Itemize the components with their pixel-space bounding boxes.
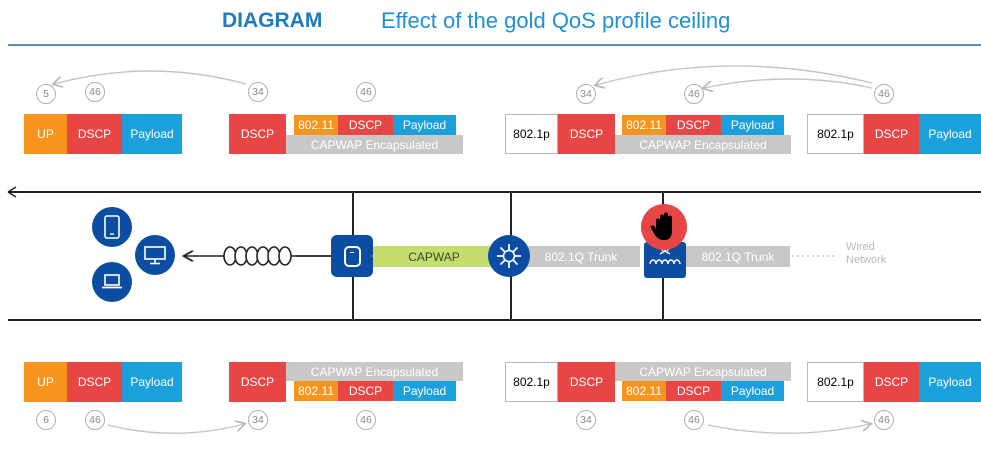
value-circle: 34 [576, 84, 596, 104]
trunk-link: 802.1Q Trunk [522, 246, 640, 267]
trunk-link: 802.1Q Trunk [686, 246, 790, 267]
capwap-encapsulated-field: CAPWAP Encapsulated [615, 362, 791, 381]
payload-field: Payload [721, 381, 784, 401]
flow-arrow-icon [7, 186, 17, 198]
diagram-tag: DIAGRAM [222, 9, 323, 32]
dscp-field: DSCP [229, 114, 286, 154]
value-circle: 46 [85, 410, 105, 430]
laptop-icon [92, 262, 132, 302]
value-circle: 34 [576, 410, 596, 430]
dscp-field: DSCP [666, 115, 721, 135]
payload-field: Payload [919, 362, 981, 402]
wired-network-label: Wired Network [846, 241, 887, 266]
value-circle: 46 [684, 84, 704, 104]
dscp-field: DSCP [864, 114, 919, 154]
w80211-field: 802.11 [294, 381, 338, 401]
payload-field: Payload [393, 381, 456, 401]
value-circle: 46 [85, 82, 105, 102]
access-point-icon [331, 235, 373, 277]
monitor-icon [135, 235, 175, 275]
capwap-encapsulated-field: CAPWAP Encapsulated [286, 362, 463, 381]
remap-arrow [707, 424, 870, 434]
dscp-field: DSCP [229, 362, 286, 402]
payload-field: Payload [122, 362, 182, 402]
dot1p-field: 802.1p [807, 114, 864, 154]
dscp-field: DSCP [666, 381, 721, 401]
router-icon [644, 242, 686, 278]
remap-arrow [107, 424, 244, 434]
up-field: UP [24, 114, 67, 154]
payload-field: Payload [919, 114, 981, 154]
trunk-label: 802.1Q Trunk [701, 249, 775, 264]
payload-field: Payload [122, 114, 182, 154]
switch-icon [488, 235, 530, 277]
tablet-icon [92, 207, 132, 247]
dscp-field: DSCP [558, 362, 615, 402]
dscp-field: DSCP [67, 114, 122, 154]
value-circle: 6 [36, 410, 56, 430]
w80211-field: 802.11 [622, 381, 666, 401]
dot1p-field: 802.1p [505, 114, 558, 154]
w80211-field: 802.11 [622, 115, 666, 135]
value-circle: 34 [248, 82, 268, 102]
dscp-field: DSCP [67, 362, 122, 402]
value-circle: 46 [874, 410, 894, 430]
header: DIAGRAM Effect of the gold QoS profile c… [0, 0, 981, 40]
value-circle: 46 [874, 84, 894, 104]
value-circle: 46 [684, 410, 704, 430]
remap-arrow [54, 70, 247, 84]
remap-arrow [596, 65, 873, 85]
up-field: UP [24, 362, 67, 402]
dot1p-field: 802.1p [505, 362, 558, 402]
payload-field: Payload [393, 115, 456, 135]
trunk-label: 802.1Q Trunk [544, 249, 618, 264]
dscp-field: DSCP [558, 114, 615, 154]
capwap-link: CAPWAP [372, 246, 496, 267]
remap-arrow [704, 78, 873, 88]
value-circle: 34 [248, 410, 268, 430]
capwap-encapsulated-field: CAPWAP Encapsulated [286, 135, 463, 154]
capwap-label: CAPWAP [408, 249, 460, 264]
dscp-field: DSCP [338, 115, 393, 135]
dscp-field: DSCP [338, 381, 393, 401]
stop-hand-icon [641, 204, 687, 250]
flow-line-top [8, 191, 981, 193]
value-circle: 46 [356, 410, 376, 430]
header-rule [8, 44, 981, 46]
dot1p-field: 802.1p [807, 362, 864, 402]
value-circle: 46 [356, 82, 376, 102]
value-circle: 5 [36, 84, 56, 104]
coil-icon [223, 246, 292, 266]
capwap-encapsulated-field: CAPWAP Encapsulated [615, 135, 791, 154]
payload-field: Payload [721, 115, 784, 135]
diagram-title: Effect of the gold QoS profile ceiling [381, 8, 731, 33]
flow-line-bottom [8, 319, 981, 321]
dscp-field: DSCP [864, 362, 919, 402]
w80211-field: 802.11 [294, 115, 338, 135]
